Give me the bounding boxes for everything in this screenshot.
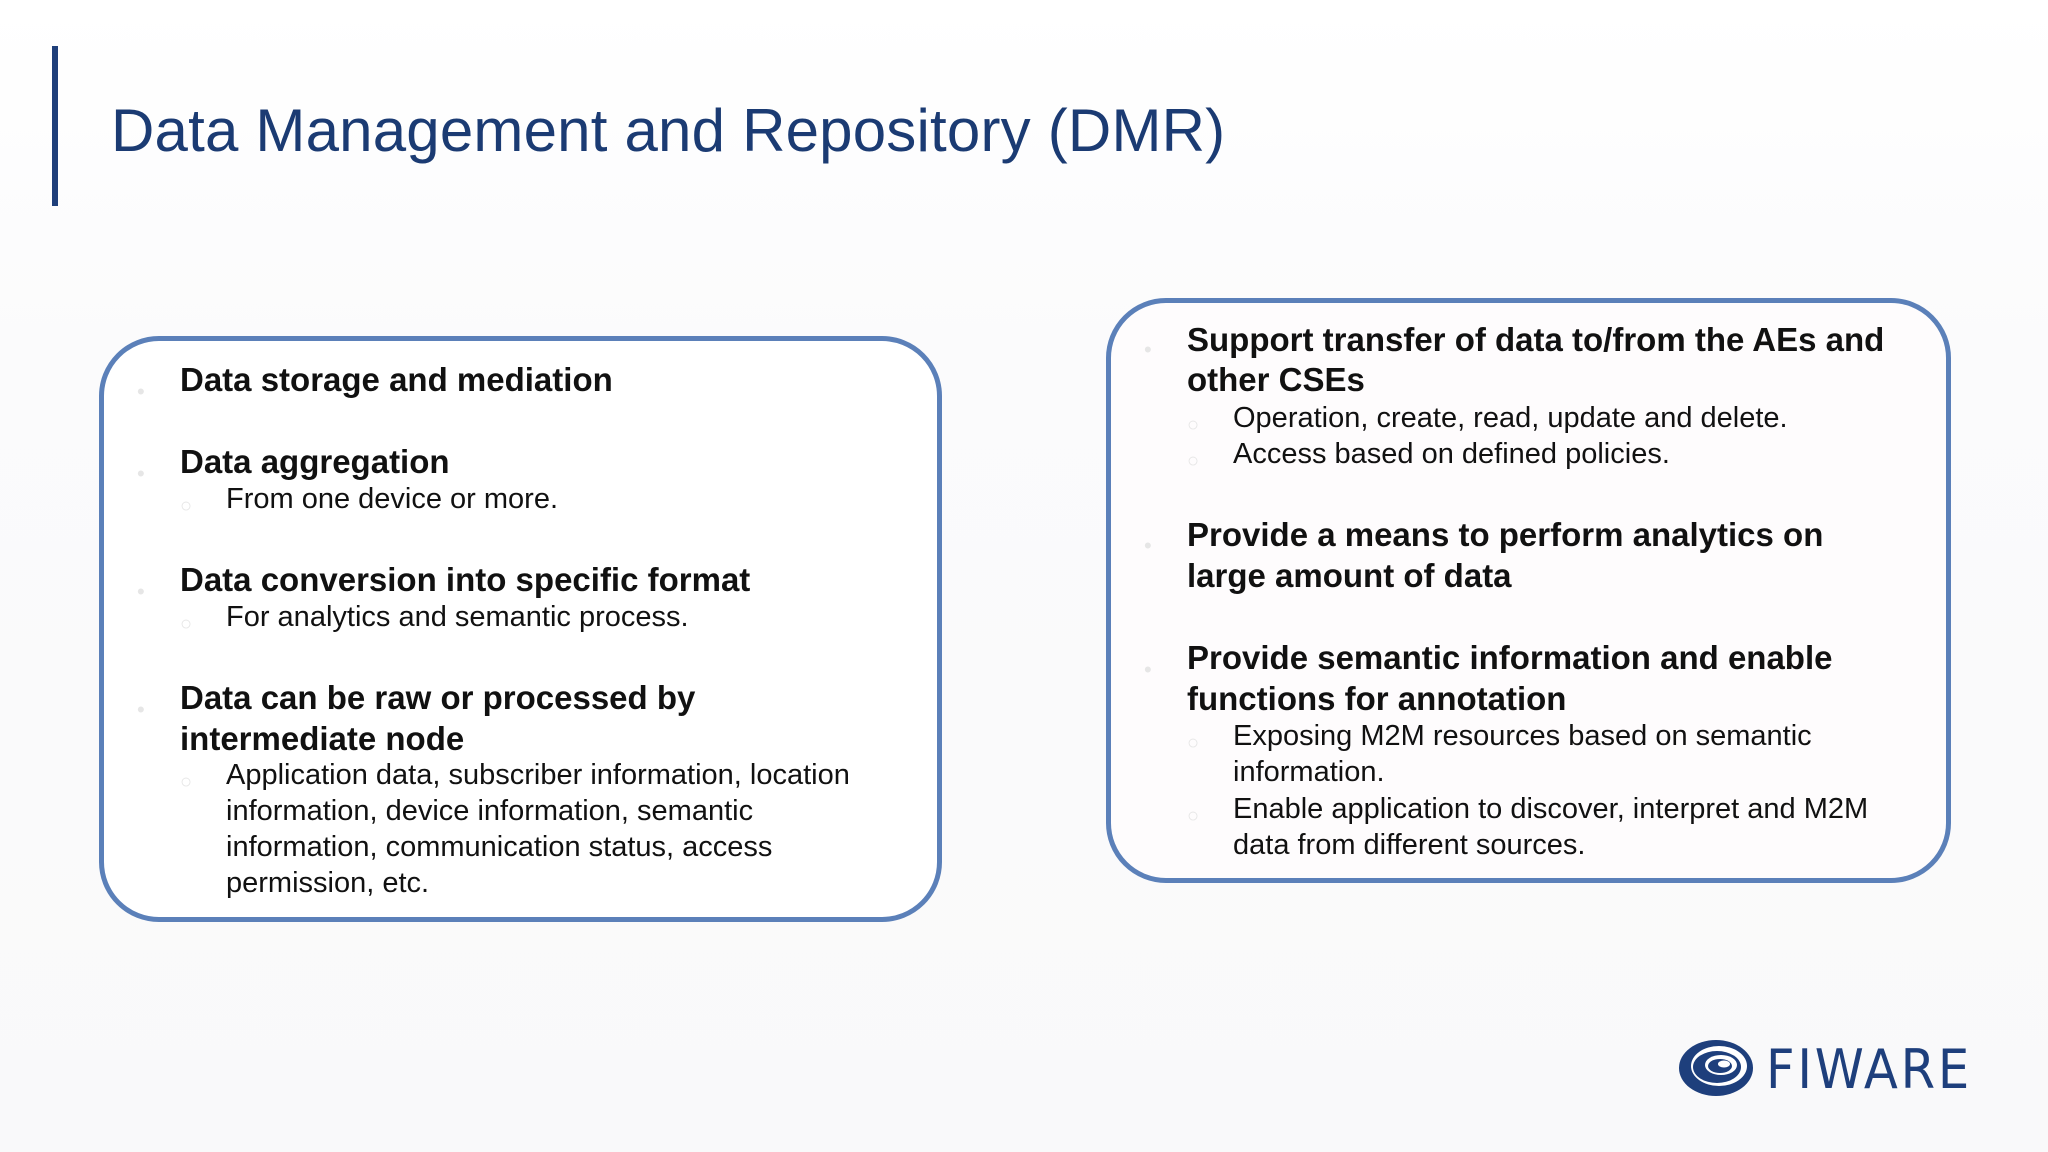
list-subitem: Operation, create, read, update and dele…	[1233, 402, 1788, 434]
sub-bullet-icon: ○	[180, 771, 193, 793]
left-content-box: • Data storage and mediation • Data aggr…	[99, 336, 942, 922]
bullet-icon: •	[137, 579, 145, 604]
list-subitem-line: Exposing M2M resources based on semantic	[1233, 720, 1812, 752]
sub-bullet-icon: ○	[1187, 450, 1200, 472]
page-title: Data Management and Repository (DMR)	[111, 97, 1226, 164]
bullet-icon: •	[137, 461, 145, 486]
title-accent-bar	[52, 46, 58, 206]
list-item-line: Support transfer of data to/from the AEs…	[1187, 321, 1885, 358]
sub-bullet-icon: ○	[180, 495, 193, 517]
list-subitem-line: Enable application to discover, interpre…	[1233, 793, 1869, 825]
list-subitem-line: permission, etc.	[226, 867, 430, 899]
list-subitem-line: data from different sources.	[1233, 829, 1586, 861]
list-item-line: functions for annotation	[1187, 680, 1567, 717]
sub-bullet-icon: ○	[1187, 414, 1200, 436]
list-item: Data conversion into specific format	[180, 561, 751, 598]
right-content-box: • Support transfer of data to/from the A…	[1106, 298, 1951, 883]
list-item-line: large amount of data	[1187, 557, 1512, 594]
bullet-icon: •	[137, 697, 145, 722]
bullet-icon: •	[1144, 337, 1152, 362]
sub-bullet-icon: ○	[180, 613, 193, 635]
list-subitem: For analytics and semantic process.	[226, 601, 689, 633]
list-subitem-line: information, communication status, acces…	[226, 831, 773, 863]
list-item-line: intermediate node	[180, 720, 465, 757]
bullet-icon: •	[137, 379, 145, 404]
sub-bullet-icon: ○	[1187, 732, 1200, 754]
fiware-swirl-icon	[1679, 1040, 1753, 1096]
bullet-icon: •	[1144, 657, 1152, 682]
list-item-line: other CSEs	[1187, 361, 1365, 398]
bullet-icon: •	[1144, 533, 1152, 558]
list-subitem: From one device or more.	[226, 483, 559, 515]
list-subitem-line: information.	[1233, 756, 1385, 788]
logo-text: FIWARE	[1766, 1038, 1973, 1101]
list-item: Data storage and mediation	[180, 361, 613, 398]
list-subitem: Access based on defined policies.	[1233, 438, 1670, 470]
list-subitem-line: Application data, subscriber information…	[226, 759, 850, 791]
list-item-line: Provide semantic information and enable	[1187, 639, 1833, 676]
list-subitem-line: information, device information, semanti…	[226, 795, 754, 827]
list-item-line: Data can be raw or processed by	[180, 679, 696, 716]
list-item: Data aggregation	[180, 443, 450, 480]
list-item-line: Provide a means to perform analytics on	[1187, 516, 1824, 553]
sub-bullet-icon: ○	[1187, 805, 1200, 827]
fiware-logo: FIWARE	[1676, 1036, 1969, 1101]
